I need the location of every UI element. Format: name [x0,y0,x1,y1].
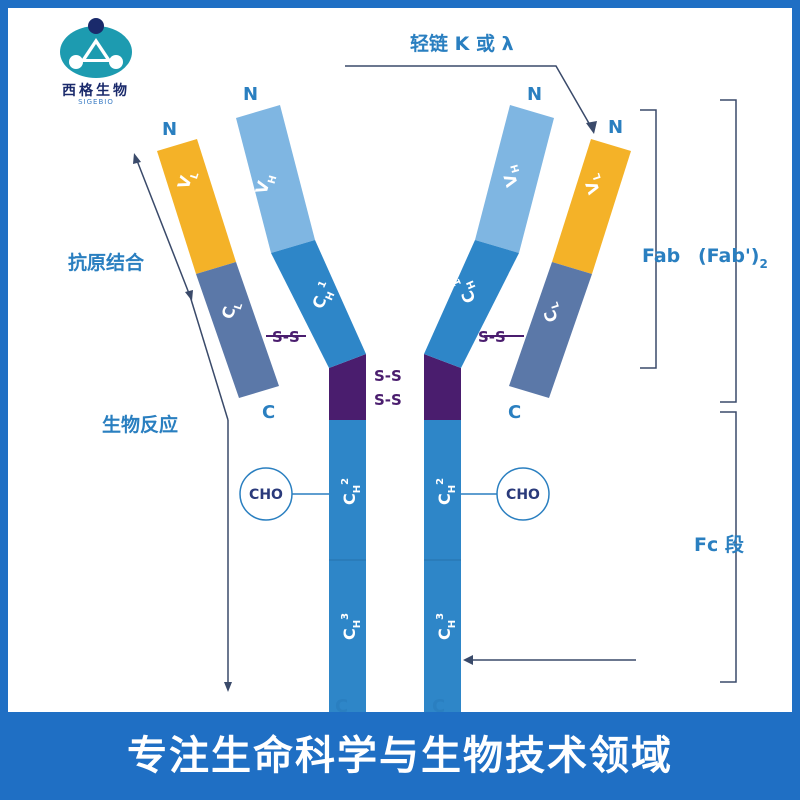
ch3-right-domain [424,560,461,712]
ch2-right-domain [424,420,461,560]
cho-right-label: CHO [506,487,540,503]
fab-label: Fab [642,245,680,267]
light-chain-arrowhead [586,121,597,134]
n-terminus-right-heavy: N [527,84,542,105]
antibody-diagram: VH CH1 VH CH1 VL CL VL CL CH2 CH2 CH3 CH… [68,32,768,712]
ch3-right-label: CH3 [435,613,458,640]
fab2-bracket [720,99,737,403]
cl-right-label: CL [538,300,566,325]
cho-right-circle [496,467,550,521]
antigen-binding-arrow [135,157,191,297]
bio-reaction-arrow-upper [189,295,229,421]
logo-subtitle: SIGEBIO [78,98,114,106]
vh-right-label: VH [498,163,526,189]
n-terminus-left-light: N [162,119,177,140]
ss-hinge-label-1: S-S [374,367,402,385]
vl-left-label: VL [174,167,202,193]
hinge-right [424,354,461,420]
c-terminus-left-heavy: C [335,696,348,712]
c-terminus-left-light: C [262,402,275,423]
ch2-left-label: CH2 [340,478,363,505]
vh-left-label: VH [252,171,280,197]
ss-left-label: S-S [272,328,300,346]
logo-name: 西格生物 [62,83,130,99]
cho-left-circle [239,467,293,521]
vl-right-domain [552,139,631,274]
fc-bracket [720,411,737,683]
n-terminus-left-heavy: N [243,84,258,105]
vh-left-domain [236,105,315,253]
ch1-left-domain [271,240,366,368]
logo: 西格生物 SIGEBIO [46,18,146,110]
light-chain-pointer [345,65,595,133]
antigen-binding-arrowhead-top [133,153,141,164]
ss-hinge-label-2: S-S [374,391,402,409]
c-terminus-right-heavy: C [432,696,445,712]
cl-left-label: CL [218,298,246,323]
bio-reaction-label: 生物反应 [102,413,178,436]
n-terminus-right-light: N [608,117,623,138]
light-chain-label: 轻链 K 或 λ [410,32,514,55]
fc-label: Fc 段 [694,533,745,556]
ch2-left-domain [329,420,366,560]
ch3-left-domain [329,560,366,712]
cho-left-label: CHO [249,487,283,503]
fc-pointer-arrowhead [463,655,473,665]
vh-right-domain [475,105,554,253]
hinge-left [329,354,366,420]
footer-banner: 专注生命科学与生物技术领域 [0,712,800,800]
c-terminus-right-light: C [508,402,521,423]
antigen-binding-label: 抗原结合 [68,251,145,274]
ch2-right-label: CH2 [435,478,458,505]
ch1-left-label: CH1 [308,279,340,313]
cl-left-domain [196,262,279,398]
fab2-label: (Fab')2 [698,245,768,271]
cl-right-domain [509,262,592,398]
diagram-panel: 西格生物 SIGEBIO [8,8,792,712]
bio-reaction-arrowhead [224,682,232,692]
ch3-left-label: CH3 [340,613,363,640]
ch1-right-domain [424,240,519,368]
vl-left-domain [157,139,236,274]
fab-bracket [640,109,657,369]
ss-right-label: S-S [478,328,506,346]
logo-icon [60,18,132,78]
